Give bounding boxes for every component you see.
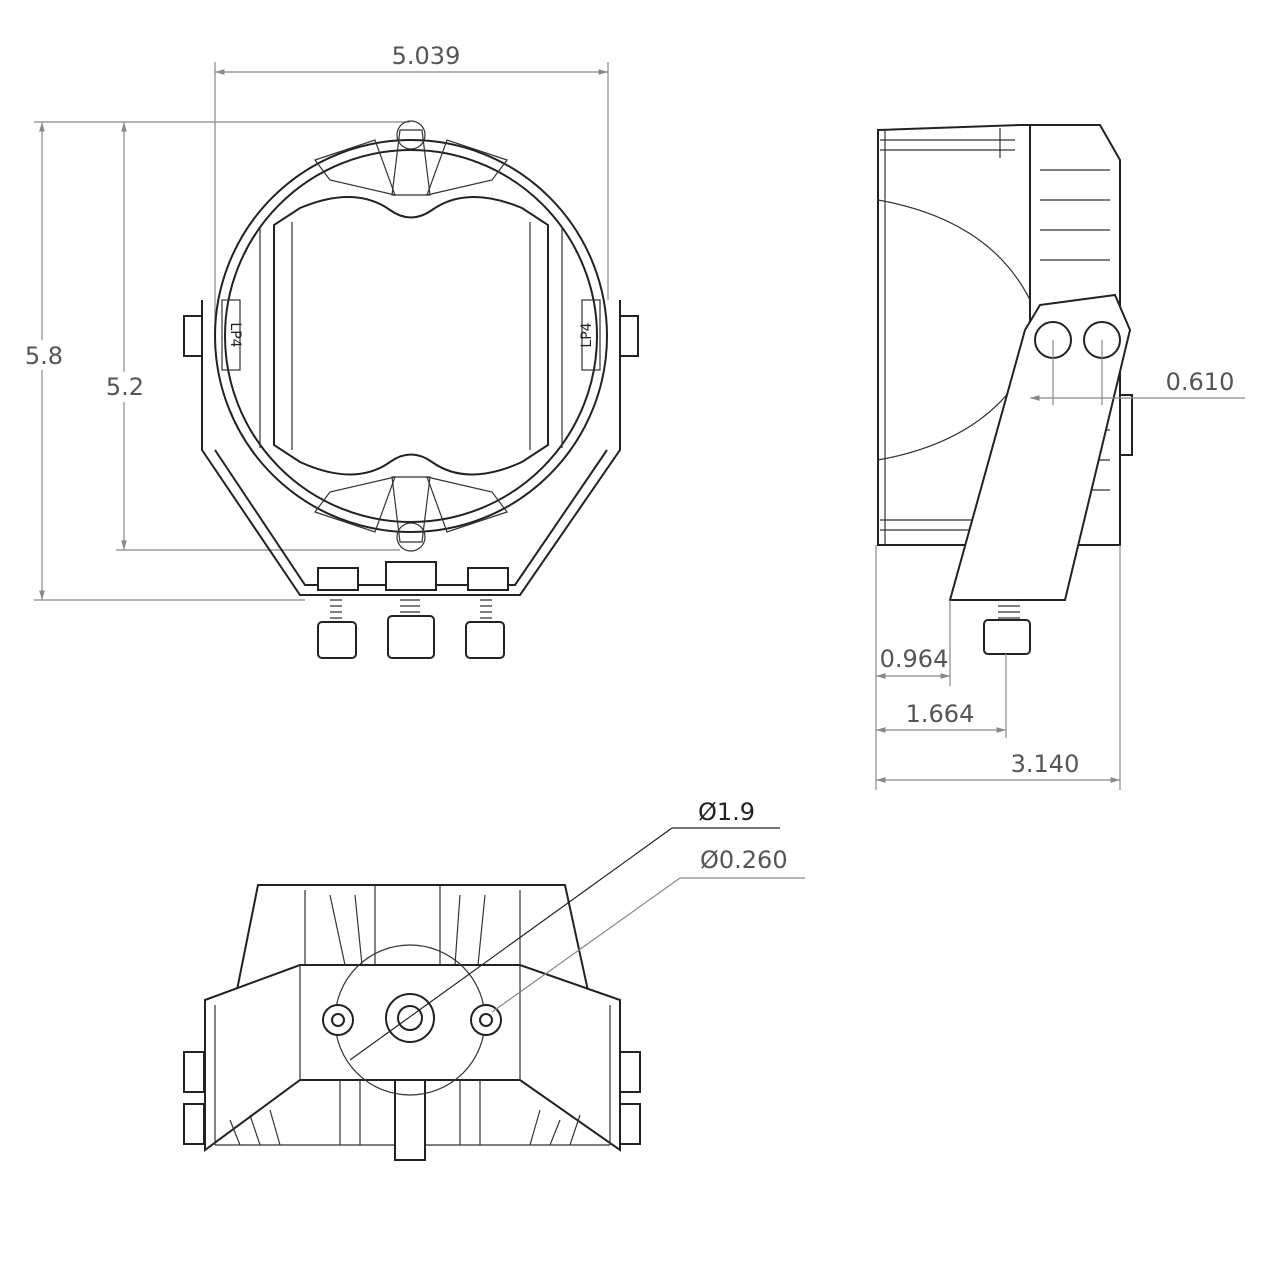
bolt-circle-dim-label: Ø1.9 [698, 798, 755, 826]
side-bolt-left [183, 315, 203, 357]
svg-text:LP4: LP4 [227, 322, 243, 347]
bolt-position-dimension: 1.664 [876, 700, 1006, 733]
bracket-front-dimension: 0.964 [876, 645, 950, 679]
overall-height-dim-label: 5.8 [25, 342, 63, 370]
lens-height-dimension: 5.2 [100, 122, 400, 551]
bottom-bracket [204, 964, 621, 1152]
bottom-fins [314, 476, 508, 552]
width-dimension: 5.039 [214, 42, 609, 340]
lp4-logo-right: LP4 [579, 299, 601, 371]
bracket-front-dim-label: 0.964 [880, 645, 949, 673]
bolt-offset-dim-label: 0.610 [1166, 368, 1235, 396]
hole-dim-label: Ø0.260 [700, 846, 788, 874]
depth-dim-label: 3.140 [1011, 750, 1080, 778]
right-stud [470, 1004, 502, 1036]
front-view: 5.039 5.8 5.2 [18, 42, 639, 659]
mounting-hardware [317, 561, 509, 659]
bolt-offset-dimension: 0.610 [1030, 340, 1245, 405]
left-stud [322, 1004, 354, 1036]
depth-dimension: 3.140 [876, 750, 1120, 783]
bolt-circle-dimension: Ø1.9 [349, 798, 780, 1061]
side-bolt-right [619, 315, 639, 357]
center-stud [385, 993, 435, 1043]
bolt-position-dim-label: 1.664 [906, 700, 975, 728]
side-bracket [948, 293, 1132, 601]
lens-height-dim-label: 5.2 [106, 373, 144, 401]
hole-dimension: Ø0.260 [491, 846, 805, 1013]
lens [273, 196, 549, 476]
bottom-view: Ø1.9 Ø0.260 [183, 798, 805, 1161]
overall-height-dimension: 5.8 [18, 121, 410, 601]
lp4-logo-left: LP4 [221, 299, 243, 371]
width-dim-label: 5.039 [392, 42, 461, 70]
side-nut [983, 619, 1031, 655]
side-view: 0.610 0.964 1.664 3.140 [875, 124, 1245, 790]
light-housing [214, 139, 608, 533]
svg-text:LP4: LP4 [579, 322, 595, 347]
top-fins [314, 120, 508, 196]
